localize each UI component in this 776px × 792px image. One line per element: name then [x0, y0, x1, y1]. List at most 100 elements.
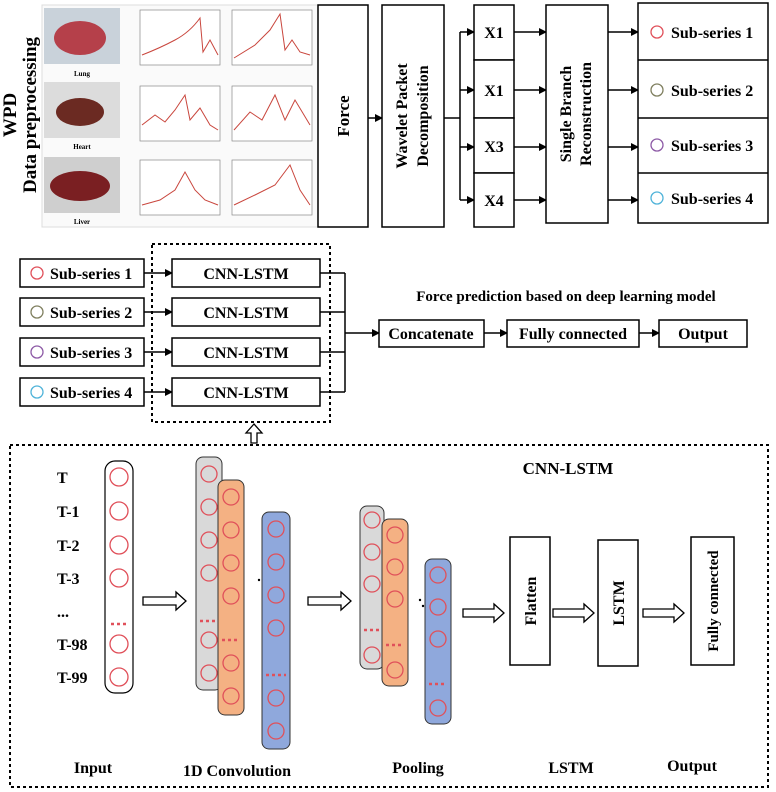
input-neuron [109, 568, 129, 588]
cnn-lstm-detail-frame [9, 444, 769, 788]
concatenate-label: Concatenate [388, 326, 473, 343]
pool-feature-map-orange [381, 518, 409, 687]
mid-subseries-1-icon [30, 266, 44, 280]
fc-output-box [690, 536, 735, 666]
input-neuron [109, 667, 129, 687]
sbr-label-line1: Single Branch [558, 66, 575, 163]
cnn-lstm-module-3 [171, 337, 321, 367]
mid-subseries-4-label: Sub-series 4 [50, 385, 132, 402]
mid-subseries-1-label: Sub-series 1 [50, 266, 132, 283]
mid-subseries-4-box [19, 377, 145, 407]
cnn-lstm-module-4 [171, 377, 321, 407]
output-label: Output [678, 326, 728, 343]
top-subseries-2-label: Sub-series 2 [671, 83, 753, 100]
stage-label-pooling: Pooling [392, 760, 444, 777]
input-sequence-column [104, 460, 134, 694]
input-neuron [109, 467, 129, 487]
component-label-4: X4 [484, 193, 504, 210]
cnn-lstm-module-3-label: CNN-LSTM [203, 345, 288, 362]
component-label-2: X1 [484, 83, 504, 100]
mid-subseries-3-box [19, 337, 145, 367]
lung-force-curve [141, 16, 219, 56]
organ-label-liver: Liver [74, 218, 90, 226]
conv-feature-map-orange [217, 479, 245, 716]
timestep-label-6: T-99 [57, 670, 88, 687]
component-label-1: X1 [484, 25, 504, 42]
fully-connected-label: Fully connected [519, 326, 627, 343]
cnn-lstm-module-2 [171, 297, 321, 327]
liver-force-curve [141, 170, 219, 206]
force-box [317, 4, 369, 228]
cnn-lstm-module-1 [171, 258, 321, 288]
wpd-label: WPD [0, 93, 21, 137]
stage-label-output: Output [667, 758, 717, 775]
wavelet-label-line2: Decomposition [415, 65, 432, 166]
stage-label-lstm: LSTM [548, 760, 593, 777]
lung-displacement-plot [231, 9, 313, 66]
component-box-3 [473, 117, 515, 174]
mid-subseries-3-icon [30, 345, 44, 359]
cnn-lstm-modules: CNN-LSTM CNN-LSTM CNN-LSTM CNN-LSTM [171, 258, 321, 407]
component-box-2 [473, 59, 515, 119]
top-subseries-3-label: Sub-series 3 [671, 138, 753, 155]
timestep-label-2: T-2 [57, 538, 80, 555]
single-branch-reconstruction-box [545, 4, 609, 224]
mid-subseries-4-icon [30, 385, 44, 399]
output-box [658, 319, 748, 348]
top-subseries-frame [637, 2, 769, 224]
cnn-lstm-module-1-label: CNN-LSTM [203, 266, 288, 283]
component-label-3: X3 [484, 139, 504, 156]
stage-label-convolution: 1D Convolution [183, 763, 291, 780]
component-box-1 [473, 4, 515, 61]
heart-displacement-plot [231, 85, 313, 142]
liver-force-plot [139, 159, 221, 216]
hollow-arrow-lstm-to-output [642, 602, 685, 624]
flatten-label: Flatten [523, 576, 540, 625]
hollow-arrow-input-to-conv [142, 590, 187, 612]
component-box-4 [473, 172, 515, 228]
fc-output-label: Fully connected [706, 550, 722, 652]
timestep-label-3: T-3 [57, 571, 80, 588]
organ-label-lung: Lung [74, 70, 90, 78]
top-subseries-stack: Sub-series 1 Sub-series 2 Sub-series 3 S… [637, 2, 769, 224]
timestep-label-4: ... [57, 604, 69, 621]
timestep-label-1: T-1 [57, 504, 80, 521]
pool-feature-map-blue [424, 558, 452, 725]
arrows-to-subseries [608, 28, 639, 204]
lung-disp-curve [233, 12, 311, 59]
liver-organ-image [50, 171, 110, 201]
wpd-vertical-label: WPD Data preprocessing [0, 36, 41, 193]
input-neuron [109, 501, 129, 521]
hollow-arrow-flatten-to-lstm [552, 602, 595, 624]
mid-subseries-2-box [19, 297, 145, 327]
flatten-box [509, 536, 551, 666]
conv-stack [195, 456, 291, 750]
lung-organ-image [54, 21, 106, 55]
conv-feature-map-blue [261, 511, 291, 750]
mid-subseries-1-box [19, 258, 145, 288]
pooling-stack [359, 505, 452, 725]
concatenate-box [378, 319, 485, 348]
mid-subseries-2-icon [30, 305, 44, 319]
heart-force-curve [141, 93, 219, 131]
top-subseries-4-label: Sub-series 4 [671, 191, 753, 208]
heart-disp-curve [233, 93, 311, 131]
prediction-title: Force prediction based on deep learning … [416, 289, 715, 305]
wavelet-packet-box [381, 4, 445, 228]
organ-label-heart: Heart [73, 143, 91, 151]
top-subseries-2-icon [650, 83, 664, 97]
force-label: Force [334, 95, 353, 137]
cnn-merge-connector [320, 272, 380, 393]
timestep-label-5: T-98 [57, 637, 88, 654]
lstm-box-label: LSTM [611, 580, 628, 625]
timestep-labels: T T-1 T-2 T-3 ... T-98 T-99 [57, 470, 88, 687]
cnn-lstm-module-4-label: CNN-LSTM [203, 385, 288, 402]
wavelet-label-line1: Wavelet Packet [394, 63, 411, 169]
input-neurons [109, 467, 129, 687]
mid-subseries-3-label: Sub-series 3 [50, 345, 132, 362]
cnn-lstm-module-2-label: CNN-LSTM [203, 305, 288, 322]
top-subseries-3-icon [650, 138, 664, 152]
sbr-label-line2: Reconstruction [578, 62, 595, 166]
data-preprocessing-label: Data preprocessing [20, 36, 41, 193]
